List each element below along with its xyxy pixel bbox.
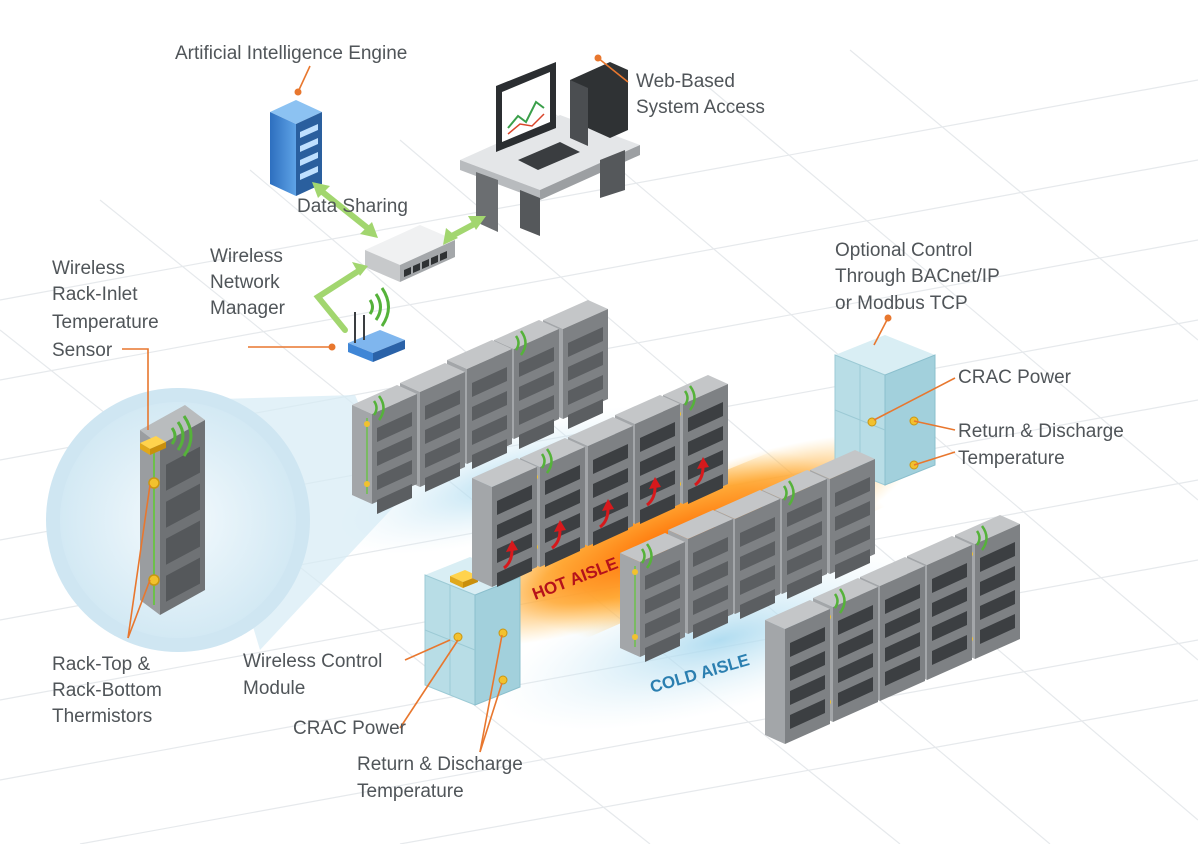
server-rack-icon bbox=[620, 533, 685, 662]
wnm-label-line1: Wireless bbox=[210, 246, 283, 267]
server-rack-icon bbox=[472, 458, 537, 587]
zoomed-rack-icon bbox=[140, 405, 205, 615]
leader-lines bbox=[122, 57, 956, 753]
web-access-label-line1: Web-Based bbox=[636, 71, 735, 92]
thermistors-label-line1: Rack-Top & bbox=[52, 654, 151, 675]
crac-power-left-label: CRAC Power bbox=[293, 718, 407, 739]
ai-engine-server-icon bbox=[270, 100, 322, 196]
workstation-icon bbox=[460, 62, 640, 236]
thermistors-label-line2: Rack-Bottom bbox=[52, 680, 162, 701]
server-racks bbox=[352, 300, 1020, 744]
server-rack-icon bbox=[615, 395, 680, 524]
return-discharge-left-line2: Temperature bbox=[357, 781, 464, 802]
data-sharing-label: Data Sharing bbox=[297, 196, 408, 217]
server-rack-icon bbox=[765, 600, 830, 744]
thermistors-label-line3: Thermistors bbox=[52, 706, 152, 727]
return-discharge-right-line1: Return & Discharge bbox=[958, 421, 1124, 442]
sensor-label-line1: Wireless bbox=[52, 258, 125, 279]
leader-dots bbox=[294, 54, 892, 351]
crac-power-right-label: CRAC Power bbox=[958, 367, 1072, 388]
optional-control-line2: Through BACnet/IP bbox=[835, 266, 1000, 287]
wireless-router-icon bbox=[348, 312, 405, 362]
server-rack-icon bbox=[715, 490, 780, 619]
web-access-label-line2: System Access bbox=[636, 97, 765, 118]
zoomed-wifi-icon bbox=[170, 415, 193, 457]
return-discharge-right-line2: Temperature bbox=[958, 448, 1065, 469]
server-rack-icon bbox=[352, 385, 417, 514]
crac-unit-right-icon bbox=[834, 335, 936, 486]
wnm-label-line2: Network bbox=[210, 272, 280, 293]
sensor-label-line4: Sensor bbox=[52, 340, 113, 361]
top-thermistor-icon bbox=[148, 477, 160, 489]
wcm-label-line1: Wireless Control bbox=[243, 651, 382, 672]
sensor-label-line3: Temperature bbox=[52, 312, 159, 333]
link-arrowheads bbox=[312, 182, 486, 276]
bottom-thermistor-icon bbox=[148, 574, 160, 586]
return-discharge-left-line1: Return & Discharge bbox=[357, 754, 523, 775]
optional-control-line3: or Modbus TCP bbox=[835, 293, 968, 314]
sensor-label-line2: Rack-Inlet bbox=[52, 284, 138, 305]
wcm-label-line2: Module bbox=[243, 678, 305, 699]
rack-zoom-callout bbox=[46, 388, 400, 652]
network-switch-icon bbox=[365, 225, 455, 282]
ai-engine-label: Artificial Intelligence Engine bbox=[175, 43, 407, 64]
zoomed-sensor-icon bbox=[140, 436, 166, 455]
router-wifi-icon bbox=[368, 287, 390, 327]
wnm-label-line3: Manager bbox=[210, 298, 286, 319]
optional-control-line1: Optional Control bbox=[835, 240, 972, 261]
